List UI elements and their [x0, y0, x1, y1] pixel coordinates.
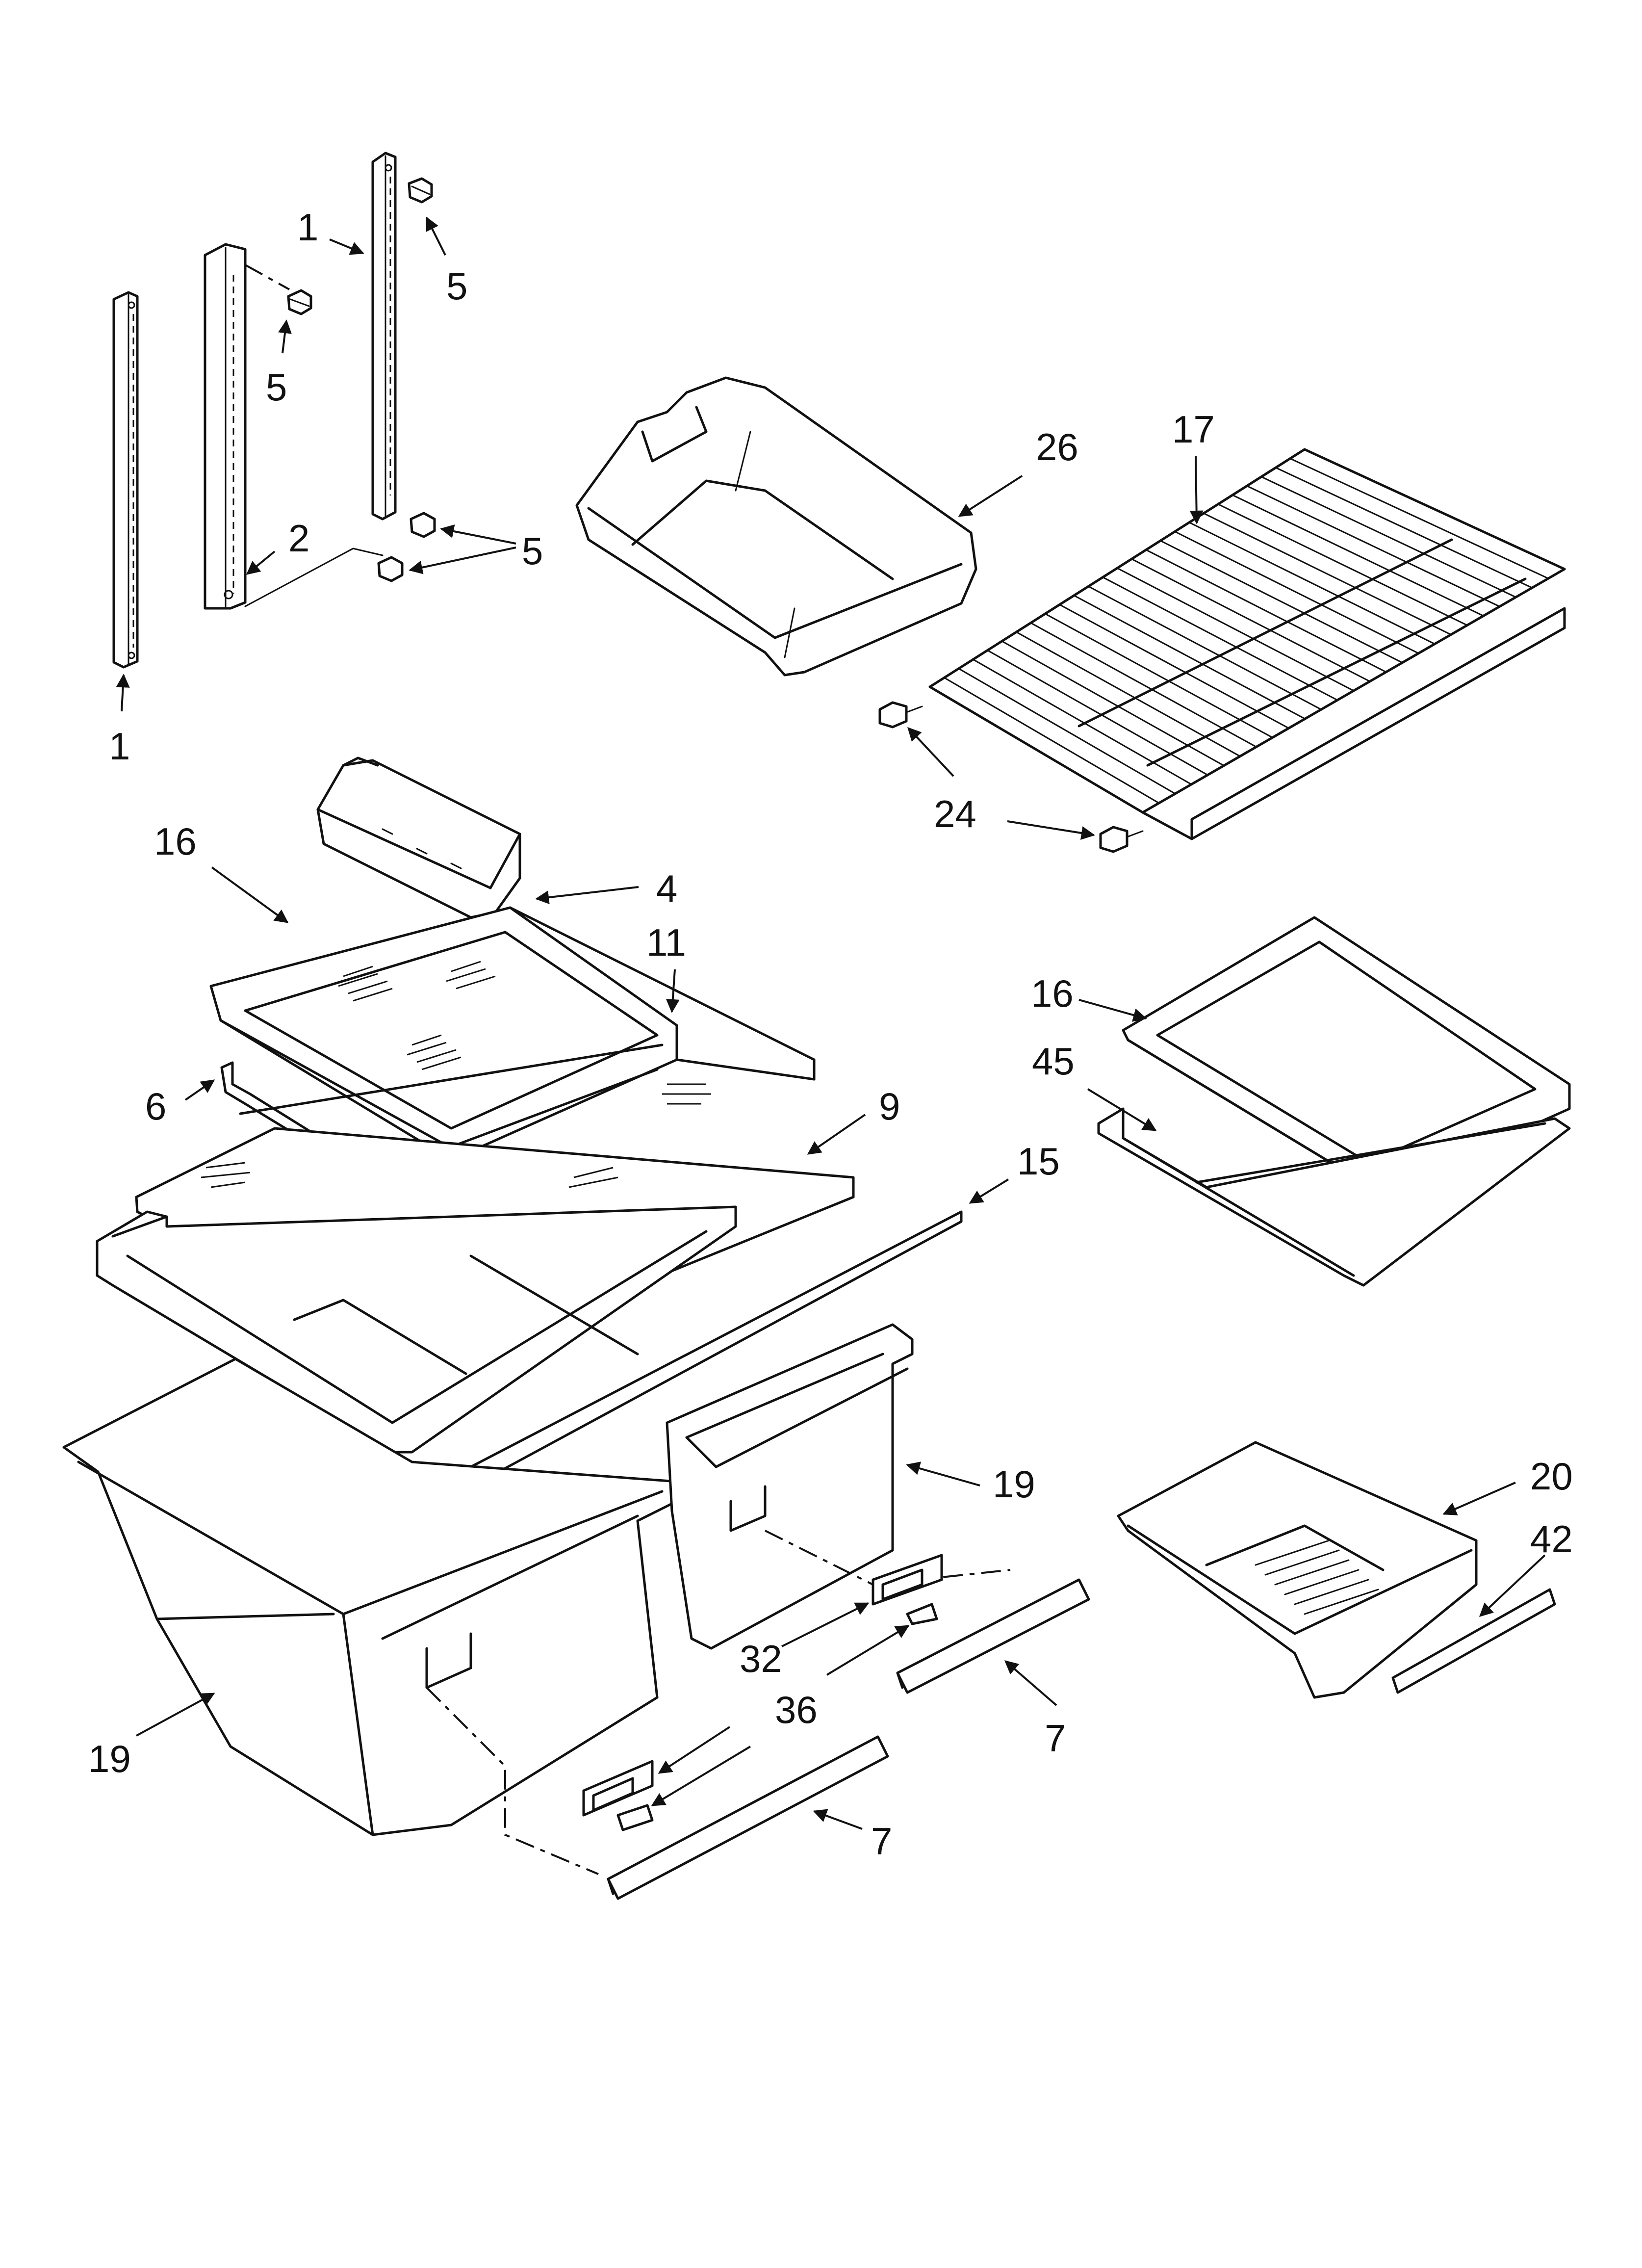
shelf-rail-part-2	[204, 243, 384, 610]
wire-rod	[987, 650, 1208, 776]
screw-part-5-top	[408, 177, 433, 204]
wire-rod	[1304, 448, 1565, 570]
drawer-trim-part-42	[1391, 1588, 1556, 1694]
wire-rod	[1130, 558, 1371, 682]
callout-layer: 1 1 2 5 5 5 26 17 24 16 4 11	[88, 206, 1573, 1863]
callout-15: 15	[1017, 1140, 1060, 1183]
callout-42: 42	[1530, 1517, 1573, 1561]
wire-rod	[1289, 458, 1549, 579]
screw-part-5-mid	[287, 289, 312, 315]
clip-part-32-left	[582, 1760, 654, 1817]
callout-7-left: 7	[871, 1820, 892, 1863]
callout-1-bottom: 1	[109, 725, 130, 768]
shelf-support-part-24-a	[878, 701, 923, 729]
callout-36: 36	[775, 1688, 818, 1731]
shelf-support-part-24-b	[1099, 826, 1144, 853]
shelf-frame-part-11	[509, 906, 816, 1105]
callout-9: 9	[879, 1085, 900, 1128]
clip-part-36-left	[616, 1804, 654, 1831]
drawer-trim-part-7-right	[896, 1578, 1090, 1694]
callout-19-right: 19	[993, 1462, 1035, 1506]
callout-16-left: 16	[154, 820, 197, 863]
callout-6: 6	[145, 1085, 166, 1128]
callout-4: 4	[656, 867, 677, 910]
wire-rod	[1159, 540, 1403, 664]
callout-19-left: 19	[88, 1737, 131, 1780]
callout-45: 45	[1032, 1040, 1075, 1083]
callout-5-lower: 5	[522, 529, 543, 573]
callout-5-mid: 5	[266, 365, 287, 409]
crisper-drawer-part-19-left	[62, 1357, 678, 1875]
wire-rod	[1246, 485, 1501, 607]
callout-1-top: 1	[297, 206, 318, 249]
callout-5-top: 5	[446, 264, 467, 308]
wire-rod	[1073, 595, 1306, 720]
callout-7-right: 7	[1045, 1717, 1066, 1760]
wire-rod	[1058, 603, 1290, 729]
callout-20: 20	[1530, 1455, 1573, 1498]
meat-drawer-part-20	[1117, 1441, 1478, 1699]
clip-part-36-right	[906, 1603, 938, 1625]
wire-rod	[1217, 503, 1468, 626]
wire-rod	[1260, 476, 1517, 598]
screw-part-5-lower-a	[410, 512, 436, 538]
shelf-rail-part-1-right	[371, 152, 397, 521]
callout-26: 26	[1036, 425, 1078, 469]
wire-rod	[1087, 585, 1322, 710]
wire-rod	[1188, 521, 1436, 645]
wire-rod	[1275, 467, 1533, 589]
wire-rod	[1116, 567, 1355, 692]
wire-rod	[1030, 622, 1257, 748]
clip-part-32-right	[872, 1554, 943, 1606]
wire-rod	[1001, 640, 1225, 767]
callout-32: 32	[740, 1637, 782, 1680]
wire-rod	[1044, 613, 1274, 738]
crisper-drawer-part-19-right	[666, 1323, 1011, 1650]
callout-11: 11	[646, 921, 686, 964]
door-bin-part-26	[575, 376, 977, 677]
wire-rod	[972, 658, 1192, 785]
wire-rod	[1203, 512, 1452, 636]
wire-shelf-part-17	[928, 448, 1566, 840]
callout-16-right: 16	[1031, 972, 1074, 1015]
wire-rod	[958, 668, 1176, 795]
callout-17: 17	[1172, 408, 1215, 451]
callout-24: 24	[934, 792, 976, 835]
wire-rod	[1145, 549, 1387, 673]
drawer-trim-part-7-left	[607, 1735, 889, 1900]
wire-rod	[1232, 494, 1485, 617]
glass-shelf-part-16-left	[209, 906, 678, 1159]
wire-rod	[943, 677, 1160, 804]
shelf-frame-part-45	[1097, 1107, 1571, 1287]
screw-part-5-lower-b	[377, 556, 404, 582]
wire-rod	[1015, 631, 1241, 757]
callout-2: 2	[288, 517, 309, 560]
wire-rod	[929, 686, 1144, 813]
wire-rod	[1174, 531, 1419, 654]
shelf-rail-part-1-left	[112, 291, 139, 669]
wire-rod	[1102, 576, 1338, 701]
container-part-4	[316, 756, 521, 919]
crisper-cover-frame	[96, 1205, 737, 1454]
